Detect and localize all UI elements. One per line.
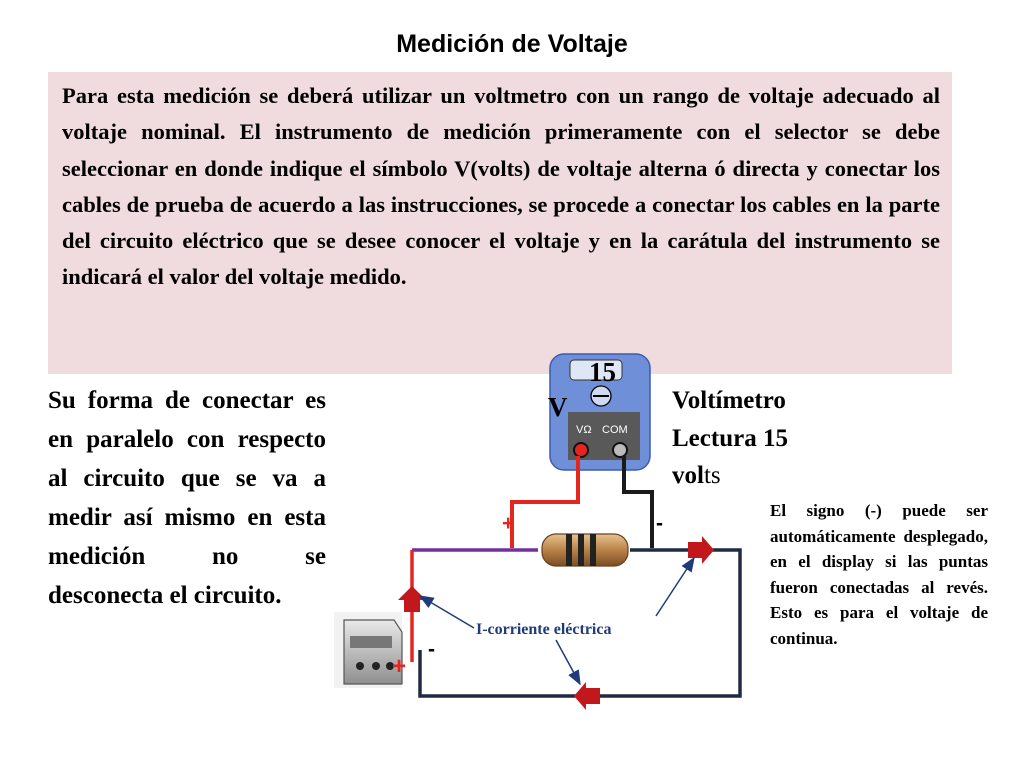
resistor-band-1 xyxy=(566,534,572,566)
current-arrow-right xyxy=(688,536,714,564)
red-jack xyxy=(573,442,589,458)
current-label: I-corriente eléctrica xyxy=(476,621,611,638)
power-supply-knob-3 xyxy=(386,662,394,670)
current-arrow-left xyxy=(574,682,600,710)
voltmeter: 15 V VΩ COM xyxy=(548,353,651,471)
resistor-band-2 xyxy=(578,534,584,566)
power-supply-knob-1 xyxy=(356,662,364,670)
voltmeter-label-line3-a: vol xyxy=(672,462,704,489)
voltmeter-display xyxy=(569,359,623,381)
plus-sign-source: + xyxy=(392,653,406,680)
power-supply-knob-2 xyxy=(372,662,380,670)
page-title: Medición de Voltaje xyxy=(396,30,628,58)
current-pointer-bottom xyxy=(555,639,581,686)
jack-label-com: COM xyxy=(602,424,628,436)
resistor xyxy=(541,533,629,567)
sign-note: El signo (-) puede ser automáticamente d… xyxy=(770,501,988,648)
voltmeter-label-line1: Voltímetro xyxy=(672,387,786,414)
current-arrow-up xyxy=(398,586,426,612)
black-probe-lead xyxy=(622,456,654,548)
current-pointer-right xyxy=(655,556,695,617)
power-supply-panel xyxy=(350,636,392,648)
v-symbol: V xyxy=(548,392,568,422)
current-pointer-left xyxy=(418,595,475,629)
red-probe-lead xyxy=(510,456,580,548)
minus-sign-source: - xyxy=(428,638,435,661)
minus-sign-top: - xyxy=(656,512,663,535)
resistor-body xyxy=(541,533,629,567)
connection-description: Su forma de conectar es en paralelo con … xyxy=(48,387,326,609)
resistor-band-3 xyxy=(590,534,596,566)
circuit-diagram: 15 V VΩ COM + - + - I-corriente eléctric xyxy=(334,353,742,710)
voltmeter-label: Voltímetro Lectura 15 volts xyxy=(672,382,842,495)
plus-sign-top: + xyxy=(502,512,514,535)
power-supply xyxy=(334,612,403,688)
intro-text-box: Para esta medición se deberá utilizar un… xyxy=(48,72,952,374)
display-reading: 15 xyxy=(589,357,616,387)
com-jack xyxy=(612,442,628,458)
jack-label-vohm: VΩ xyxy=(576,424,592,436)
voltmeter-label-line2: Lectura 15 xyxy=(672,424,788,452)
voltmeter-label-line3: volts xyxy=(672,457,842,495)
voltmeter-label-line3-b: ts xyxy=(703,462,721,489)
